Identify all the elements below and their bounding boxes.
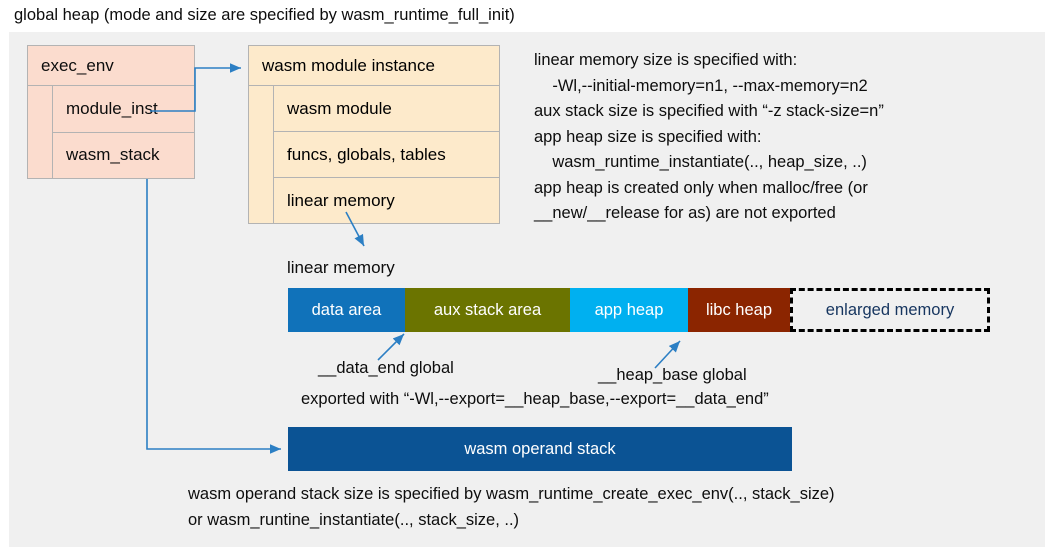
linear-memory-caption: linear memory xyxy=(287,258,395,277)
module-instance-title: wasm module instance xyxy=(249,46,499,86)
field-linear-memory: linear memory xyxy=(287,190,395,210)
memory-segment-label: data area xyxy=(311,300,382,319)
heap-base-annotation: __heap_base global xyxy=(598,366,747,384)
exported-with-annotation: exported with “-Wl,--export=__heap_base,… xyxy=(301,390,769,408)
operand-stack-notes: wasm operand stack size is specified by … xyxy=(188,485,835,529)
exec-env-title: exec_env xyxy=(28,46,194,86)
field-module-inst: module_inst xyxy=(53,86,194,133)
exec-env-body: module_inst wasm_stack xyxy=(28,86,194,178)
module-instance-fields: wasm module funcs, globals, tables linea… xyxy=(274,86,499,223)
field-funcs-globals-tables: funcs, globals, tables xyxy=(274,132,499,178)
memory-segment-data-area: data area xyxy=(288,288,405,332)
data-end-annotation: __data_end global xyxy=(318,359,454,377)
memory-segment-enlarged-memory: enlarged memory xyxy=(790,288,990,332)
memory-segment-aux-stack-area: aux stack area xyxy=(405,288,570,332)
wasm-operand-stack-label: wasm operand stack xyxy=(464,439,616,458)
memory-segment-label: aux stack area xyxy=(433,300,542,319)
module-instance-gutter xyxy=(249,86,274,223)
memory-segment-label: app heap xyxy=(594,300,664,319)
linear-memory-strip: data area aux stack area app heap libc heap… xyxy=(288,288,990,332)
wasm-operand-stack-box: wasm operand stack xyxy=(288,427,792,471)
exec-env-fields: module_inst wasm_stack xyxy=(53,86,194,178)
field-wasm-module: wasm module xyxy=(274,86,499,132)
page-title: global heap (mode and size are specified… xyxy=(14,6,515,24)
memory-segment-label: enlarged memory xyxy=(825,300,955,319)
exec-env-gutter xyxy=(28,86,53,178)
memory-segment-libc-heap: libc heap xyxy=(688,288,790,332)
wasm-module-instance-box: wasm module instance wasm module funcs, … xyxy=(248,45,500,224)
memory-segment-label: libc heap xyxy=(705,300,773,319)
exec-env-box: exec_env module_inst wasm_stack xyxy=(27,45,195,179)
module-instance-body: wasm module funcs, globals, tables linea… xyxy=(249,86,499,223)
field-wasm-stack: wasm_stack xyxy=(66,145,160,165)
memory-segment-app-heap: app heap xyxy=(570,288,688,332)
linear-memory-notes: linear memory size is specified with: -W… xyxy=(534,51,884,222)
